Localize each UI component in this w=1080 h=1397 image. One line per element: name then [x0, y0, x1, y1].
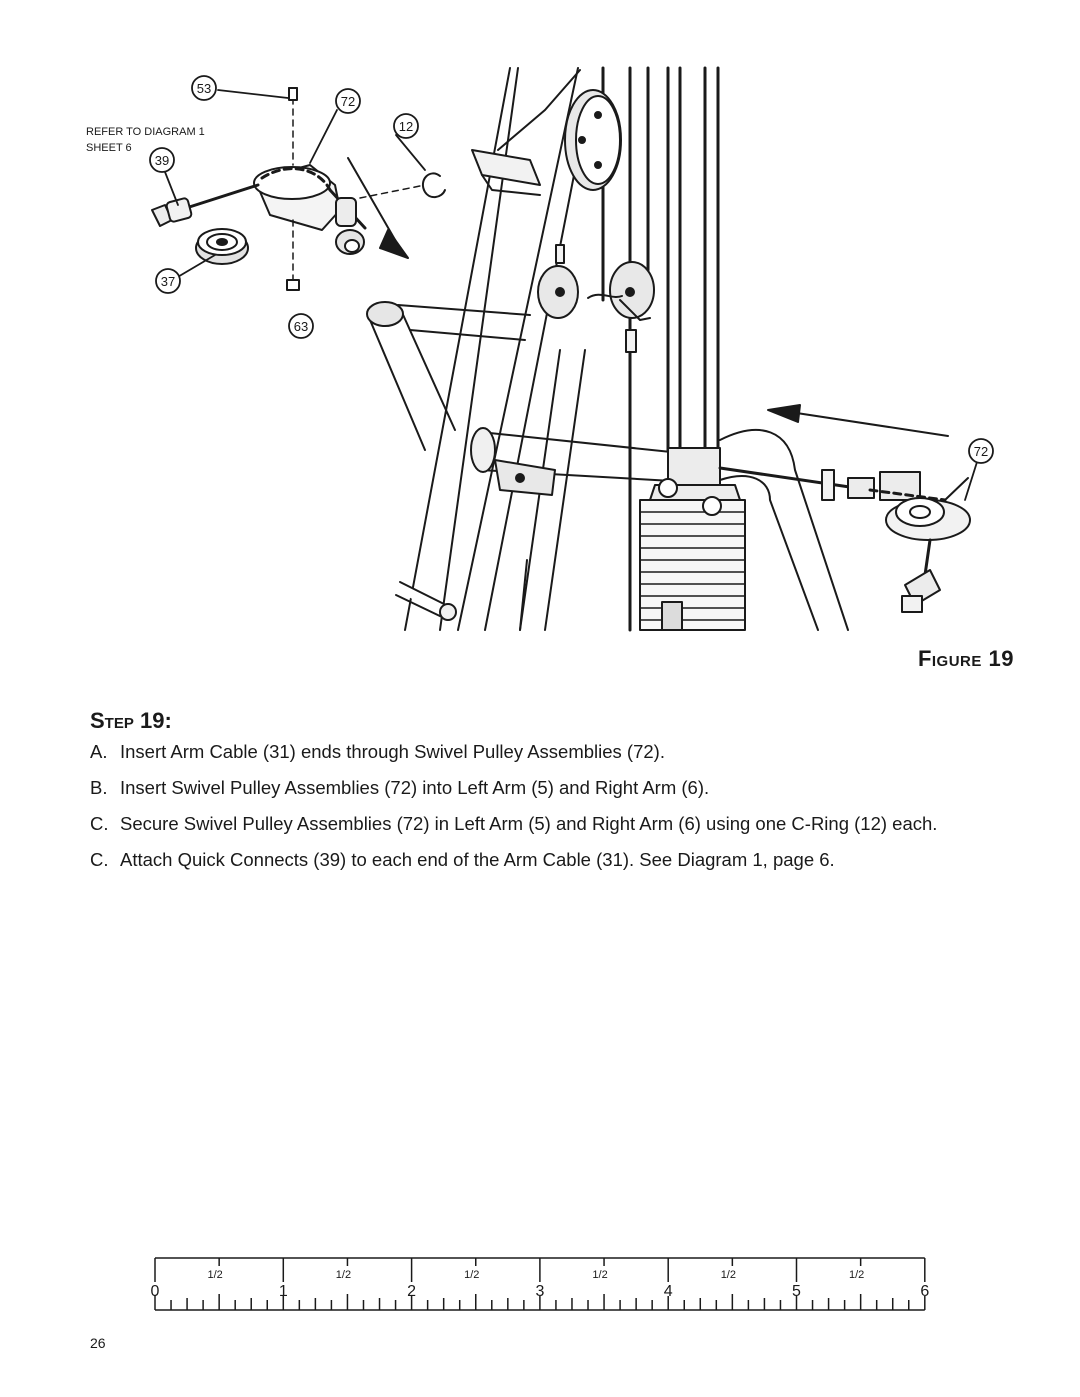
swivel-pulley-exploded: [253, 87, 421, 291]
ruler-inch-label: 5: [792, 1283, 801, 1300]
callout-37: [155, 268, 181, 294]
measurement-ruler: 0 1/2 1 1/2 2 1/2 3 1/2 4 1/2 5 1/2 6: [151, 1257, 929, 1311]
right-arm: [719, 429, 849, 631]
instruction-letter: B.: [90, 777, 108, 798]
figure-caption: Figure 19: [918, 646, 1014, 672]
callout-63: [288, 313, 314, 339]
callout-53-label: 53: [197, 81, 211, 96]
c-ring: [421, 172, 446, 198]
callout-37-label: 37: [161, 274, 175, 289]
instruction-item: A. Insert Arm Cable (31) ends through Sw…: [90, 740, 1020, 764]
crossbar: [470, 427, 721, 496]
ruler-inch-label: 6: [920, 1283, 929, 1300]
callout-39-label: 39: [155, 153, 169, 168]
main-frame: [404, 67, 586, 631]
instruction-letter: A.: [90, 741, 108, 762]
ruler-half-label: 1/2: [336, 1269, 351, 1281]
instruction-text: Attach Quick Connects (39) to each end o…: [120, 849, 835, 870]
ruler-inch-label: 2: [407, 1283, 416, 1300]
callout-53: [191, 75, 217, 101]
instruction-item: B. Insert Swivel Pulley Assemblies (72) …: [90, 776, 1020, 800]
ruler-inch-label: 4: [664, 1283, 673, 1300]
page-number: 26: [90, 1335, 106, 1351]
figure-caption-number: 19: [988, 646, 1014, 671]
arm-cable-right: [718, 466, 872, 492]
weight-stack: [639, 478, 746, 631]
ruler-inch-label: 0: [151, 1283, 160, 1300]
callout-72-top-label: 72: [341, 94, 355, 109]
ruler-half-label: 1/2: [849, 1269, 864, 1281]
refer-note-line2: SHEET 6: [86, 142, 132, 154]
direction-arrows: [347, 157, 949, 437]
ruler-half-label: 1/2: [464, 1269, 479, 1281]
ruler-inch-label: 1: [279, 1283, 288, 1300]
assembly-diagram: 53 72 12 39 37 63 72 REFER TO DIAGRAM 1 …: [86, 66, 994, 632]
refer-note-line1: REFER TO DIAGRAM 1: [86, 126, 205, 138]
foot-bar: [395, 581, 457, 621]
ruler-half-label: 1/2: [592, 1269, 607, 1281]
step-number: 19:: [139, 708, 172, 733]
instruction-list: A. Insert Arm Cable (31) ends through Sw…: [90, 740, 1020, 884]
instruction-item: C. Secure Swivel Pulley Assemblies (72) …: [90, 812, 1020, 836]
upper-bracket: [471, 149, 541, 196]
callout-12-label: 12: [399, 119, 413, 134]
instruction-text: Insert Arm Cable (31) ends through Swive…: [120, 741, 665, 762]
left-arm: [366, 301, 531, 451]
instruction-text: Secure Swivel Pulley Assemblies (72) in …: [120, 813, 938, 834]
guide-rods: [601, 66, 720, 632]
callout-72-right-label: 72: [974, 444, 988, 459]
callout-72-right: [968, 438, 994, 464]
step-label: Step: [90, 708, 134, 733]
quick-connect-left: [151, 183, 260, 227]
figure-caption-word: Figure: [917, 646, 982, 671]
pulley-wheel: [195, 228, 249, 265]
swivel-pulley-right: [821, 469, 971, 613]
callout-circles: [149, 75, 994, 464]
instruction-letter: C.: [90, 813, 109, 834]
instruction-text: Insert Swivel Pulley Assemblies (72) int…: [120, 777, 710, 798]
callout-72-top: [335, 88, 361, 114]
instruction-letter: C.: [90, 849, 109, 870]
ruler-half-label: 1/2: [208, 1269, 223, 1281]
callout-63-label: 63: [294, 319, 308, 334]
callout-leaders: [164, 89, 978, 501]
step-heading: Step 19:: [90, 708, 172, 734]
instruction-item: C. Attach Quick Connects (39) to each en…: [90, 848, 1020, 872]
callout-12: [393, 113, 419, 139]
ruler-inch-label: 3: [535, 1283, 544, 1300]
ruler-half-label: 1/2: [721, 1269, 736, 1281]
top-pulley: [564, 89, 622, 191]
callout-39: [149, 147, 175, 173]
middle-pulleys: [537, 244, 655, 353]
